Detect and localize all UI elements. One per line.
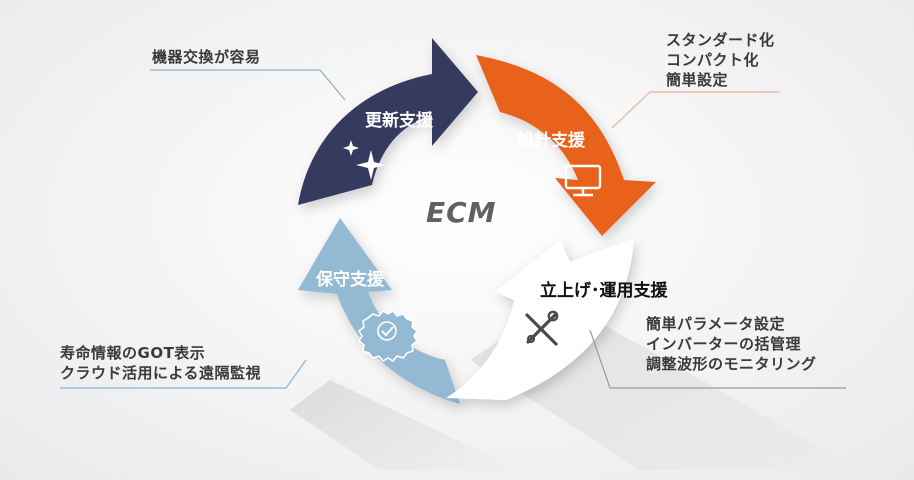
note-update: 機器交換が容易	[152, 47, 261, 67]
note-design-line-1: スタンダード化	[666, 31, 775, 49]
note-design: スタンダード化 コンパクト化 簡単設定	[666, 30, 775, 90]
segment-design-arrow	[476, 55, 656, 236]
note-maintenance-line-1: 寿命情報のGOT表示	[60, 344, 206, 362]
segment-startup-arrow	[446, 238, 634, 400]
segment-label-startup: 立上げ･運用支援	[540, 281, 668, 301]
leader-line-maintenance	[60, 359, 307, 389]
leader-line-update	[150, 69, 346, 101]
segment-maintenance-arrow	[298, 218, 460, 404]
note-design-line-2: コンパクト化	[666, 51, 760, 69]
segment-label-design: 設計支援	[517, 131, 585, 151]
sparkle-icon	[343, 140, 386, 180]
leader-line-design	[611, 91, 780, 129]
note-startup-line-1: 簡単パラメータ設定	[646, 315, 786, 333]
badge-check-icon	[357, 309, 419, 363]
tools-icon	[525, 310, 559, 346]
note-design-line-3: 簡単設定	[666, 71, 729, 89]
leader-line-startup	[589, 329, 846, 389]
note-startup-line-3: 調整波形のモニタリング	[646, 355, 817, 373]
segment-label-maintenance: 保守支援	[316, 270, 384, 290]
note-maintenance: 寿命情報のGOT表示 クラウド活用による遠隔監視	[60, 343, 261, 383]
center-label-ecm: ECM	[426, 196, 497, 229]
note-update-line: 機器交換が容易	[152, 48, 261, 66]
segment-label-update: 更新支援	[365, 111, 433, 131]
note-startup: 簡単パラメータ設定 インバーターの括管理 調整波形のモニタリング	[646, 314, 817, 374]
segment-update-arrow	[298, 38, 478, 205]
note-startup-line-2: インバーターの括管理	[646, 335, 802, 353]
note-maintenance-line-2: クラウド活用による遠隔監視	[60, 364, 262, 382]
monitor-icon	[564, 164, 602, 197]
